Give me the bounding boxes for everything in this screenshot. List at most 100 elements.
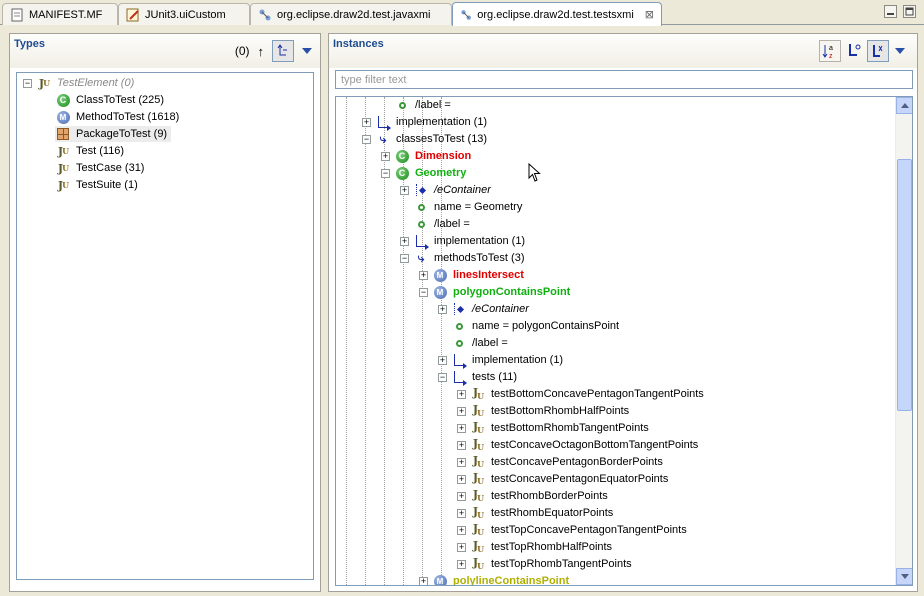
instance-row[interactable]: −⤷methodsToTest (3) <box>400 250 524 266</box>
instance-row[interactable]: /label = <box>438 335 508 351</box>
expand-icon[interactable]: + <box>457 456 466 467</box>
expand-icon[interactable]: + <box>400 184 409 195</box>
collapse-icon[interactable]: − <box>381 167 390 178</box>
reference-icon <box>451 369 467 386</box>
expand-icon[interactable]: + <box>457 439 466 450</box>
maximize-icon[interactable] <box>903 5 916 18</box>
expand-icon[interactable]: + <box>419 575 428 586</box>
expand-icon[interactable]: + <box>457 524 466 535</box>
instance-label: Dimension <box>415 150 472 162</box>
expand-icon[interactable]: + <box>457 507 466 518</box>
expand-icon[interactable]: + <box>457 490 466 501</box>
sort-up-icon[interactable]: ↑ <box>257 43 265 59</box>
expand-icon[interactable]: + <box>362 116 371 127</box>
instance-row[interactable]: +/eContainer <box>438 301 529 317</box>
expand-icon[interactable]: + <box>457 473 466 484</box>
tab-junit3-uicustom[interactable]: JUnit3.uiCustom <box>118 3 250 25</box>
tree-item-classtotest[interactable]: C ClassToTest (225) <box>55 92 164 108</box>
expand-icon[interactable]: + <box>400 235 409 246</box>
expand-icon[interactable]: + <box>438 354 447 365</box>
collapse-icon[interactable]: − <box>400 252 409 263</box>
filter-input[interactable] <box>335 70 913 89</box>
instance-row[interactable]: −⤷ classesToTest (13) <box>362 131 487 147</box>
close-tab-icon[interactable]: ⊠ <box>644 9 654 21</box>
instance-row[interactable]: /label = <box>400 216 470 232</box>
collapse-icon[interactable]: − <box>362 133 371 144</box>
collapse-icon[interactable]: − <box>23 77 32 88</box>
expand-icon[interactable]: + <box>457 422 466 433</box>
expand-icon[interactable]: + <box>381 150 390 161</box>
tree-item-label: TestSuite (1) <box>76 179 138 191</box>
scroll-down-button[interactable] <box>896 568 912 585</box>
scroll-up-button[interactable] <box>896 97 912 114</box>
tree-item-methodtotest[interactable]: M MethodToTest (1618) <box>55 109 179 125</box>
expand-icon[interactable]: + <box>438 303 447 314</box>
tab-javaxmi[interactable]: org.eclipse.draw2d.test.javaxmi <box>250 3 452 25</box>
tree-item-packagetotest[interactable]: PackageToTest (9) <box>55 126 172 142</box>
junit-icon: JU <box>472 488 484 504</box>
show-containment-button[interactable] <box>867 40 889 62</box>
instance-row[interactable]: +/eContainer <box>400 182 491 198</box>
containment-reference-icon: ⤷ <box>379 131 387 146</box>
scroll-thumb[interactable] <box>897 159 912 411</box>
collapse-icon[interactable]: − <box>438 371 447 382</box>
instance-row[interactable]: name = polygonContainsPoint <box>438 318 619 334</box>
instance-label: polygonContainsPoint <box>453 286 571 298</box>
tab-testsxmi[interactable]: org.eclipse.draw2d.test.testsxmi ⊠ <box>452 2 662 26</box>
instance-label: testConcavePentagonBorderPoints <box>491 456 663 468</box>
instance-row[interactable]: −C Geometry <box>381 165 466 181</box>
method-icon: M <box>432 284 448 300</box>
expand-icon[interactable]: + <box>457 558 466 569</box>
instance-row[interactable]: name = Geometry <box>400 199 522 215</box>
instance-row[interactable]: −tests (11) <box>438 369 517 386</box>
instance-row[interactable]: +implementation (1) <box>400 233 525 250</box>
instance-label: classesToTest (13) <box>396 133 488 145</box>
instance-label: testBottomConcavePentagonTangentPoints <box>491 388 704 400</box>
expand-icon[interactable]: + <box>457 388 466 399</box>
instance-row[interactable]: +implementation (1) <box>438 352 563 369</box>
expand-icon[interactable]: + <box>457 541 466 552</box>
junit-icon: JU <box>472 420 484 436</box>
view-menu-icon[interactable] <box>895 48 905 54</box>
junit-icon: JU <box>472 386 484 402</box>
expand-icon[interactable]: + <box>419 269 428 280</box>
instance-label: Geometry <box>415 167 467 179</box>
vertical-scrollbar[interactable] <box>895 97 912 585</box>
expand-icon[interactable]: + <box>457 405 466 416</box>
mouse-pointer-icon <box>528 163 541 182</box>
collapse-icon[interactable]: − <box>419 286 428 297</box>
instance-row[interactable]: /label = <box>381 97 451 113</box>
minimize-icon[interactable] <box>884 5 897 18</box>
tree-item-label: ClassToTest (225) <box>76 94 165 106</box>
view-menu-icon[interactable] <box>302 48 312 54</box>
class-icon: C <box>394 165 410 181</box>
instance-row[interactable]: + JU testBottomConcavePentagonTangentPoint… <box>457 386 704 402</box>
tab-manifest[interactable]: MANIFEST.MF <box>2 3 118 25</box>
show-derived-icon[interactable] <box>847 43 861 60</box>
hierarchy-toggle-button[interactable] <box>272 40 294 62</box>
instance-row[interactable]: +implementation (1) <box>362 114 487 131</box>
package-icon <box>55 126 71 142</box>
method-icon: M <box>432 573 448 585</box>
